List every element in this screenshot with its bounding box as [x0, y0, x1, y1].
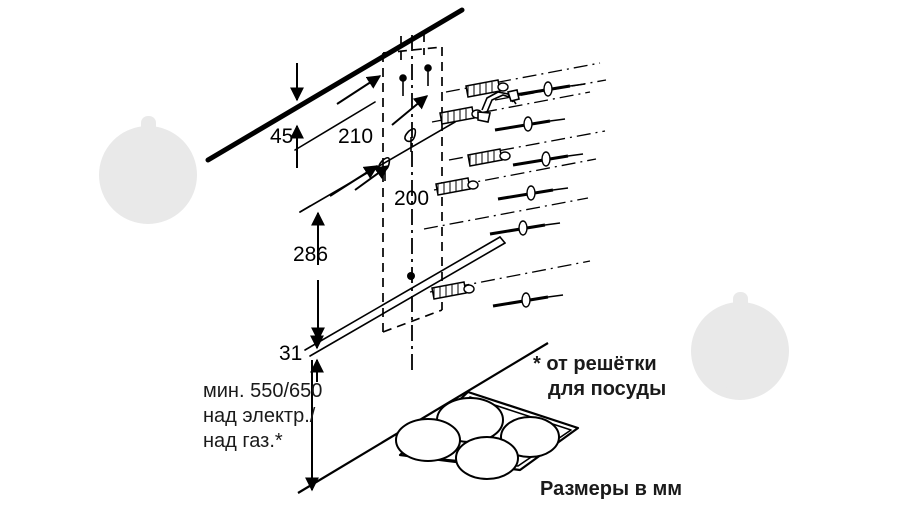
- screw-anchor-1: [465, 79, 509, 98]
- screw-anchor-4: [435, 177, 479, 196]
- long-screw-3: [512, 151, 584, 167]
- long-screw-5: [489, 220, 561, 236]
- note-min-height: мин. 550/650 над электр./ над газ.*: [203, 380, 322, 452]
- burner-3: [395, 418, 461, 462]
- dimension-label-210: 210: [338, 125, 373, 148]
- fastener-group: [378, 62, 607, 308]
- note-footnote-line1: * от решётки: [533, 353, 657, 375]
- note-footnote: * от решётки для посуды: [533, 353, 666, 400]
- burner-2: [500, 416, 560, 458]
- screw-anchor-5: [431, 281, 475, 300]
- ceiling-line: [205, 7, 465, 163]
- long-screw-4: [497, 185, 569, 201]
- chimney-clip-4: [424, 64, 432, 86]
- long-screw-1: [514, 81, 586, 97]
- burner-4: [455, 436, 519, 480]
- chimney-clip-3: [399, 74, 407, 96]
- screw-anchor-2: [439, 106, 483, 125]
- dimension-label-31: 31: [279, 342, 302, 365]
- chimney-clip-1: [404, 127, 417, 152]
- hood-body-outline: [294, 101, 506, 357]
- dimension-label-45: 45: [270, 125, 293, 148]
- chimney-clip-2: [378, 156, 391, 181]
- watermark-left: [99, 116, 197, 224]
- note-units: Размеры в мм: [540, 478, 682, 500]
- long-screw-6: [492, 292, 564, 308]
- note-min-height-line3: над газ.*: [203, 430, 283, 452]
- dimension-label-286: 286: [293, 243, 328, 266]
- note-min-height-line2: над электр./: [203, 405, 316, 427]
- dimension-210: [329, 75, 382, 197]
- cooktop-hob: [297, 342, 580, 494]
- screw-anchor-3: [467, 148, 511, 167]
- dimension-label-200: 200: [394, 187, 429, 210]
- mounting-bracket: [477, 89, 520, 123]
- note-min-height-line1: мин. 550/650: [203, 380, 322, 402]
- chimney-clip-5: [407, 272, 415, 280]
- watermark-right: [691, 292, 789, 400]
- long-screw-2: [494, 116, 566, 132]
- chimney-outline: [382, 33, 443, 333]
- note-footnote-line2: для посуды: [548, 378, 666, 400]
